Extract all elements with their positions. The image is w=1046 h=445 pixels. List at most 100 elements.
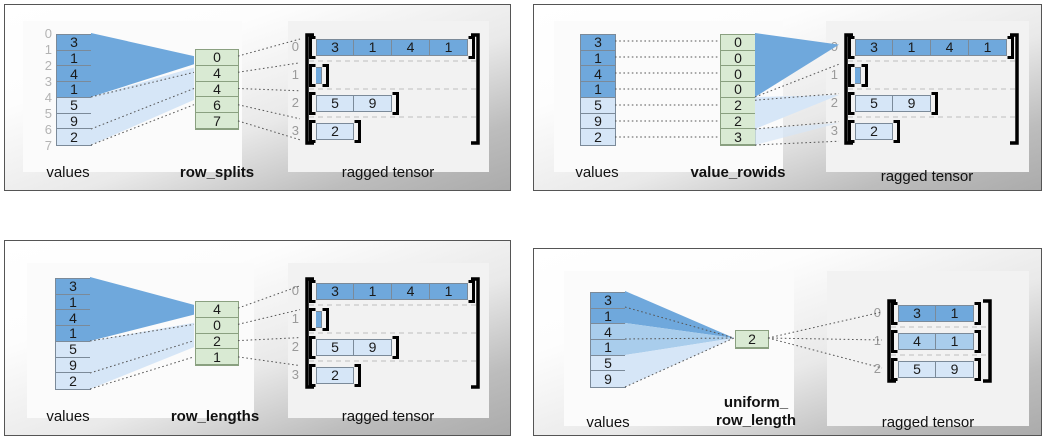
row-splits-label: row_splits bbox=[179, 164, 255, 181]
tensor-cell: 1 bbox=[430, 282, 468, 300]
value-cell: 5 bbox=[591, 355, 625, 372]
encoding-cell: 2 bbox=[736, 331, 768, 348]
tensor-cell: 4 bbox=[392, 282, 430, 300]
tensor-cell: 1 bbox=[893, 38, 931, 56]
tensor-row-index: 1 bbox=[291, 311, 299, 326]
value-cell: 3 bbox=[591, 292, 625, 309]
tensor-cell: 5 bbox=[316, 338, 354, 356]
encoding-cell: 4 bbox=[196, 81, 238, 98]
tensor-row-index: 1 bbox=[830, 67, 838, 82]
value-cell: 9 bbox=[591, 371, 625, 387]
row-bracket bbox=[309, 279, 475, 303]
row-bracket bbox=[848, 35, 1014, 59]
tensor-cell: 4 bbox=[931, 38, 969, 56]
encoding-cell: 4 bbox=[196, 301, 238, 318]
row-bracket bbox=[309, 335, 399, 359]
tensor-cell: 5 bbox=[855, 94, 893, 112]
value-cell: 9 bbox=[56, 357, 90, 374]
tensor-row-index: 3 bbox=[291, 123, 299, 138]
ragged-tensor-label: ragged tensor bbox=[341, 408, 435, 425]
tensor-cell: 1 bbox=[354, 282, 392, 300]
uniform-row-length-box: 2 bbox=[735, 330, 769, 349]
value-cell: 1 bbox=[581, 50, 615, 67]
row-lengths-label: row_lengths bbox=[170, 408, 260, 425]
value-cell: 5 bbox=[56, 341, 90, 358]
values-index-label: 0 bbox=[44, 26, 52, 41]
tensor-cell: 5 bbox=[898, 360, 936, 378]
row-bracket bbox=[891, 357, 981, 381]
uniform-row-length-label-line1: uniform_ bbox=[723, 394, 789, 411]
encoding-cell: 1 bbox=[196, 349, 238, 365]
tensor-cell: 9 bbox=[936, 360, 974, 378]
value-cell: 1 bbox=[57, 50, 91, 67]
tensor-cell: 2 bbox=[316, 122, 354, 140]
row-bracket bbox=[309, 363, 361, 387]
tensor-row-index: 0 bbox=[873, 305, 881, 320]
row-bracket bbox=[848, 119, 900, 143]
value-cell: 5 bbox=[57, 97, 91, 114]
outer-bracket bbox=[887, 299, 992, 383]
outer-bracket bbox=[305, 33, 480, 145]
tensor-cell: 1 bbox=[936, 304, 974, 322]
value-cell: 1 bbox=[581, 81, 615, 98]
tensor-cell: 3 bbox=[855, 38, 893, 56]
tensor-cell: 3 bbox=[316, 38, 354, 56]
encoding-cell: 6 bbox=[196, 97, 238, 114]
value-cell: 4 bbox=[56, 310, 90, 327]
tensor-cell: 1 bbox=[936, 332, 974, 350]
tensor-row-index: 0 bbox=[291, 39, 299, 54]
encoding-cell: 0 bbox=[196, 317, 238, 334]
tensor-row: 2 bbox=[855, 122, 893, 140]
tensor-row-index: 2 bbox=[291, 339, 299, 354]
tensor-cell: 3 bbox=[898, 304, 936, 322]
tensor-cell: 2 bbox=[316, 366, 354, 384]
values-index-label: 4 bbox=[44, 90, 52, 105]
value-cell: 3 bbox=[581, 34, 615, 51]
row-bracket bbox=[848, 63, 868, 87]
encoding-cell: 7 bbox=[196, 113, 238, 129]
ragged-tensor-label: ragged tensor bbox=[880, 168, 974, 185]
value-cell: 5 bbox=[581, 97, 615, 114]
encoding-cell: 2 bbox=[721, 113, 755, 130]
value-cell: 2 bbox=[57, 129, 91, 145]
values-label: values bbox=[46, 408, 90, 425]
row-bracket bbox=[309, 35, 475, 59]
encoding-cell: 0 bbox=[721, 66, 755, 83]
tensor-cell: 1 bbox=[969, 38, 1007, 56]
encoding-cell: 0 bbox=[721, 34, 755, 51]
values-index-label: 3 bbox=[44, 74, 52, 89]
value-cell: 1 bbox=[56, 325, 90, 342]
encoding-cell: 4 bbox=[196, 65, 238, 82]
encoding-cell: 0 bbox=[721, 81, 755, 98]
tensor-cell: 5 bbox=[316, 94, 354, 112]
values-index-label: 2 bbox=[44, 58, 52, 73]
row-bracket bbox=[309, 63, 329, 87]
tensor-cell: 3 bbox=[316, 282, 354, 300]
tensor-cell: 1 bbox=[430, 38, 468, 56]
values-label: values bbox=[575, 164, 619, 181]
tensor-row: 2 bbox=[316, 122, 354, 140]
row-bracket bbox=[309, 91, 399, 115]
tensor-cell-empty bbox=[316, 66, 322, 84]
tensor-cell: 9 bbox=[354, 338, 392, 356]
tensor-cell: 4 bbox=[898, 332, 936, 350]
values-label: values bbox=[586, 414, 630, 431]
ragged-tensor-label: ragged tensor bbox=[341, 164, 435, 181]
row-bracket bbox=[309, 307, 329, 331]
tensor-row-index: 2 bbox=[291, 95, 299, 110]
